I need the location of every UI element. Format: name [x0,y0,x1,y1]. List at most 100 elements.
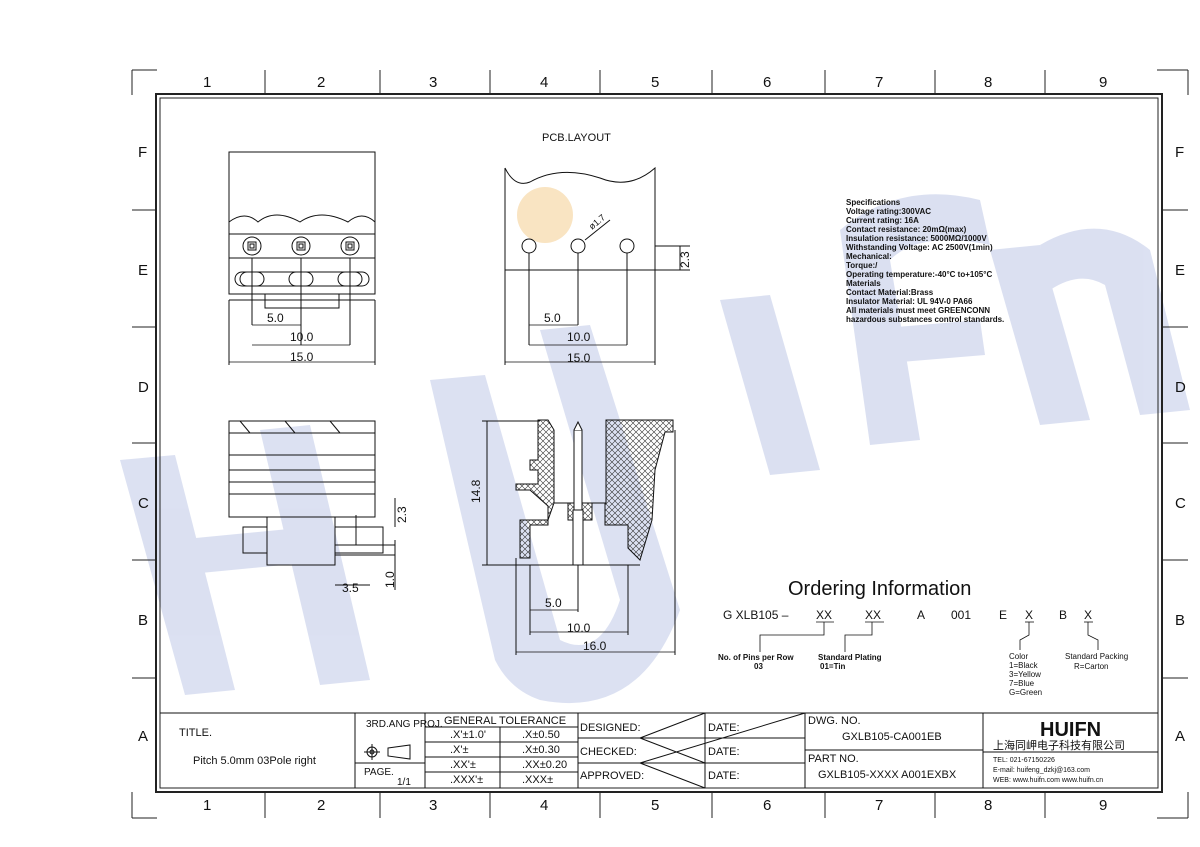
approved-label: APPROVED: [580,770,644,782]
spec-line: Current rating: 16A [846,216,919,225]
tolerance-linear: .X±0.30 [522,744,560,756]
column-label-top: 9 [1099,74,1107,91]
checked-label: CHECKED: [580,746,637,758]
code-prefix: G XLB105 – [723,608,789,622]
ordering-title: Ordering Information [788,578,971,600]
row-label-left: D [138,379,149,396]
row-label-right: E [1175,262,1185,279]
column-label-bottom: 9 [1099,797,1107,814]
spec-line: Specifications [846,198,901,207]
section-span-dim: 10.0 [567,621,591,635]
spec-line: Materials [846,279,881,288]
code-b: B [1059,608,1067,622]
row-label-left: A [138,728,148,745]
row-label-left: F [138,144,147,161]
column-label-bottom: 7 [875,797,883,814]
pcb-layout-view [504,166,690,365]
spec-line: Voltage rating:300VAC [846,207,931,216]
tolerance-angle: .X'± [450,744,469,756]
spec-line: Insulator Material: UL 94V-0 PA66 [846,297,973,306]
row-label-right: B [1175,612,1185,629]
designed-label: DESIGNED: [580,722,641,734]
side-dim-b: 1.0 [383,571,397,588]
code-001: 001 [951,608,971,622]
front-dims: 5.0 10.0 15.0 [267,311,314,364]
row-label-right: F [1175,144,1184,161]
row-label-left: B [138,612,148,629]
column-label-bottom: 2 [317,797,325,814]
projection-label: 3RD.ANG PROJ. [366,719,443,730]
column-label-top: 5 [651,74,659,91]
color-option: Color [1009,652,1028,661]
spec-line: hazardous substances control standards. [846,315,1004,324]
spec-line: Operating temperature:-40°C to+105°C [846,270,992,279]
title-block-text: TITLE. Pitch 5.0mm 03Pole right 3RD.ANG … [179,715,1125,788]
page-label: PAGE. [364,767,394,778]
approved-date-label: DATE: [708,770,740,782]
tolerance-angle: .XXX'± [450,774,483,786]
part-label: PART NO. [808,753,859,765]
row-label-right: C [1175,495,1186,512]
pins-value: 03 [754,662,763,671]
column-label-top: 3 [429,74,437,91]
pcb-offset-dim: 2.3 [678,251,692,268]
side-dim-c: 3.5 [342,581,359,595]
pcb-pitch-dim: 5.0 [544,311,561,325]
column-label-bottom: 4 [540,797,548,814]
tolerance-angle: .X'±1.0' [450,729,486,741]
code-e: E [999,608,1007,622]
row-label-right: D [1175,379,1186,396]
column-label-top: 8 [984,74,992,91]
section-width-dim: 16.0 [583,639,607,653]
title-label: TITLE. [179,727,212,739]
page-number: 1/1 [397,777,411,788]
sheet-border [131,69,1189,819]
title-block [160,712,1158,789]
spec-line: Withstanding Voltage: AC 2500V(1min) [846,243,993,252]
front-pitch-dim: 5.0 [267,311,284,325]
row-label-left: E [138,262,148,279]
tolerance-angle: .XX'± [450,759,476,771]
designed-date-label: DATE: [708,722,740,734]
highlight-dot [517,187,573,243]
code-packing: X [1084,608,1092,622]
code-plating: XX [865,608,881,622]
section-height-dim: 14.8 [469,479,483,503]
column-label-top: 2 [317,74,325,91]
plating-value: 01=Tin [820,662,846,671]
front-width-dim: 15.0 [290,350,314,364]
tolerance-linear: .X±0.50 [522,729,560,741]
spec-line: Mechanical: [846,252,892,261]
column-label-top: 4 [540,74,548,91]
column-label-bottom: 8 [984,797,992,814]
pcb-span-dim: 10.0 [567,330,591,344]
column-label-bottom: 3 [429,797,437,814]
side-dims: 2.3 1.0 3.5 [342,506,409,595]
company-logo: HUIFN [1040,719,1101,741]
side-dim-a: 2.3 [395,506,409,523]
dwg-number: GXLB105-CA001EB [842,731,942,743]
spec-line: Contact Material:Brass [846,288,934,297]
tolerance-table: .X'±1.0'.X±0.50.X'±.X±0.30.XX'±.XX±0.20.… [450,729,567,786]
checked-date-label: DATE: [708,746,740,758]
front-span-dim: 10.0 [290,330,314,344]
row-label-right: A [1175,728,1185,745]
spec-line: Torque:/ [846,261,878,270]
color-option: 3=Yellow [1009,670,1041,679]
section-dims: 14.8 5.0 10.0 16.0 [469,479,607,653]
column-label-bottom: 6 [763,797,771,814]
column-label-bottom: 1 [203,797,211,814]
column-label-top: 1 [203,74,211,91]
front-view [228,151,376,365]
pcb-width-dim: 15.0 [567,351,591,365]
code-color: X [1025,608,1033,622]
packing-value: R=Carton [1074,662,1108,671]
spec-line: Contact resistance: 20mΩ(max) [846,225,967,234]
tolerance-header: GENERAL TOLERANCE [444,715,566,727]
tolerance-linear: .XXX± [522,774,553,786]
column-label-top: 7 [875,74,883,91]
column-label-top: 6 [763,74,771,91]
